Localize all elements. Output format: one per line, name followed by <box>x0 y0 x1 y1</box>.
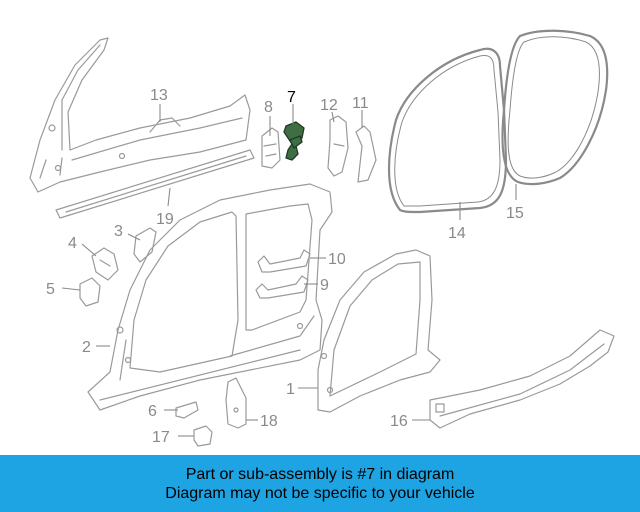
label-12[interactable]: 12 <box>320 97 338 114</box>
part-10-cross-member[interactable] <box>257 249 311 273</box>
label-11[interactable]: 11 <box>352 95 369 112</box>
part-13-side-frame[interactable] <box>29 37 251 193</box>
banner-line-1: Part or sub-assembly is #7 in diagram <box>185 465 455 483</box>
part-19-rocker-strip[interactable] <box>55 149 255 219</box>
label-5[interactable]: 5 <box>46 281 55 298</box>
info-banner: Part or sub-assembly is #7 in diagram Di… <box>0 455 640 512</box>
part-15-rear-door-seal[interactable] <box>501 29 609 186</box>
part-6-bracket[interactable] <box>175 401 199 419</box>
label-2[interactable]: 2 <box>82 339 91 356</box>
part-3-bracket[interactable] <box>133 227 157 263</box>
label-9[interactable]: 9 <box>320 277 329 294</box>
label-6[interactable]: 6 <box>148 403 157 420</box>
label-1[interactable]: 1 <box>286 381 295 398</box>
part-9-cross-member[interactable] <box>255 275 309 299</box>
label-14[interactable]: 14 <box>448 225 466 242</box>
part-2-front-side-frame[interactable] <box>87 183 333 411</box>
label-17[interactable]: 17 <box>152 429 170 446</box>
label-15[interactable]: 15 <box>506 205 524 222</box>
part-11-pillar-trim[interactable] <box>355 125 377 183</box>
label-16[interactable]: 16 <box>390 413 408 430</box>
label-10[interactable]: 10 <box>328 251 346 268</box>
label-8[interactable]: 8 <box>264 99 273 116</box>
label-19[interactable]: 19 <box>156 211 174 228</box>
banner-line-2: Diagram may not be specific to your vehi… <box>165 484 475 502</box>
part-16-rear-rocker[interactable] <box>429 329 615 429</box>
parts-diagram: 13 19 8 7 12 11 14 15 3 4 5 2 1 6 17 18 … <box>29 29 615 447</box>
part-labels: 13 19 8 7 12 11 14 15 3 4 5 2 1 6 17 18 … <box>46 87 524 446</box>
leader-lines <box>61 104 517 437</box>
label-13[interactable]: 13 <box>150 87 168 104</box>
part-7-reinforcement-highlighted[interactable] <box>283 121 305 161</box>
part-5-bracket[interactable] <box>79 277 101 307</box>
part-17-bracket[interactable] <box>193 425 213 447</box>
part-1-rear-side-frame[interactable] <box>317 249 441 413</box>
label-18[interactable]: 18 <box>260 413 278 430</box>
part-14-door-seal[interactable] <box>387 47 508 214</box>
label-4[interactable]: 4 <box>68 235 77 252</box>
label-3[interactable]: 3 <box>114 223 123 240</box>
part-18-bracket[interactable] <box>225 377 247 429</box>
part-4-bracket[interactable] <box>91 247 119 281</box>
part-8-bracket[interactable] <box>261 127 281 169</box>
part-12-pillar-piece[interactable] <box>327 115 349 177</box>
label-7[interactable]: 7 <box>287 89 296 106</box>
